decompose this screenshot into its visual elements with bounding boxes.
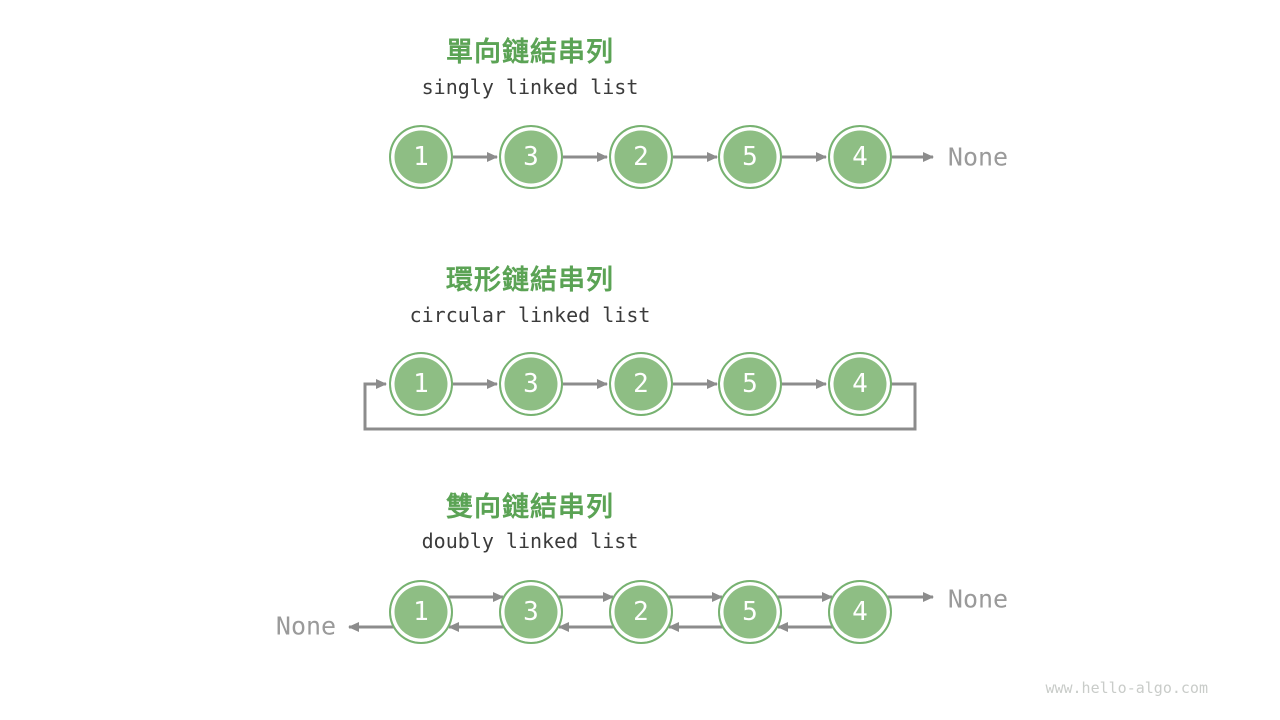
list-node: 2 [609, 352, 673, 416]
section-subtitle-en: singly linked list [421, 75, 639, 99]
list-node: 3 [499, 352, 563, 416]
doubly-arrows [348, 592, 934, 632]
section-title-zh: 環形鏈結串列 [446, 265, 614, 295]
section-title-zh: 雙向鏈結串列 [446, 492, 614, 522]
list-node: 3 [499, 580, 563, 644]
list-node: 4 [828, 580, 892, 644]
list-node: 5 [718, 352, 782, 416]
list-node: 4 [828, 352, 892, 416]
section-title-zh: 單向鏈結串列 [446, 37, 614, 67]
section-subtitle-en: circular linked list [409, 303, 651, 327]
none-label: None [275, 611, 337, 641]
circular-arrows [363, 379, 917, 431]
list-node: 1 [389, 125, 453, 189]
section-subtitle-en: doubly linked list [421, 529, 639, 553]
list-node: 2 [609, 580, 673, 644]
loop-back-arrow [363, 379, 917, 431]
list-node: 4 [828, 125, 892, 189]
list-node: 1 [389, 352, 453, 416]
list-node: 1 [389, 580, 453, 644]
list-node: 3 [499, 125, 563, 189]
none-label: None [947, 584, 1009, 614]
watermark: www.hello-algo.com [1045, 679, 1208, 697]
list-node: 5 [718, 580, 782, 644]
none-label: None [947, 142, 1009, 172]
list-node: 2 [609, 125, 673, 189]
list-node: 5 [718, 125, 782, 189]
